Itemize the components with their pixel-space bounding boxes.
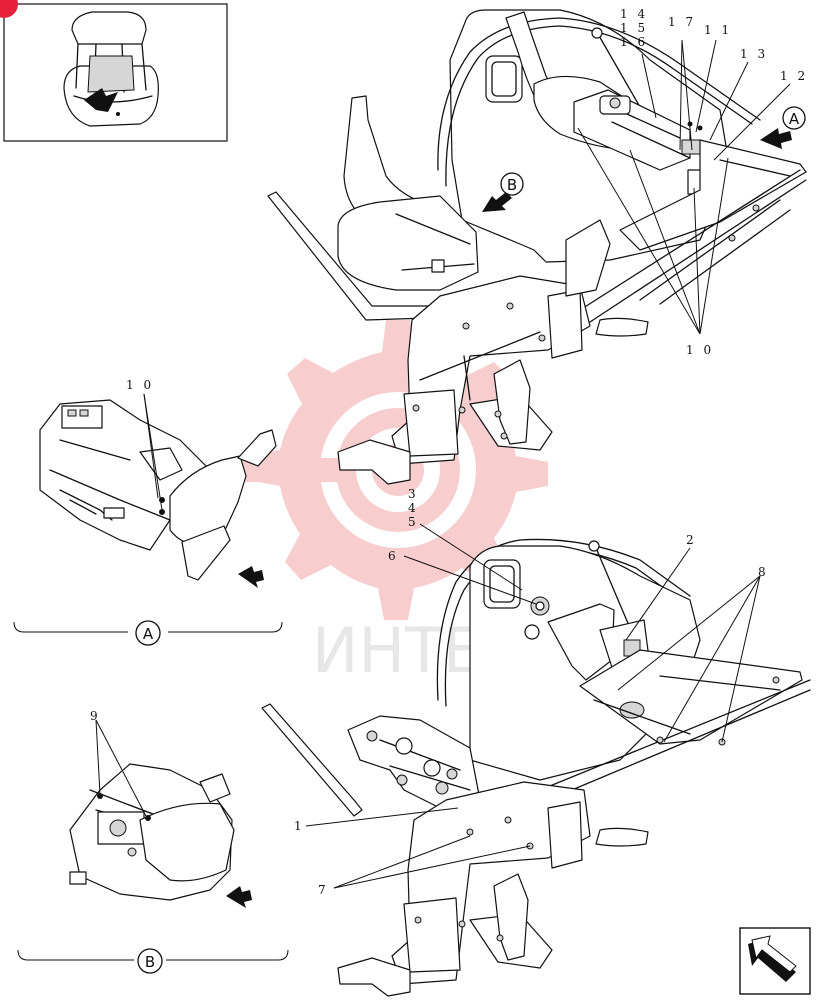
callout-4: 4: [408, 501, 419, 515]
callout-1: 1: [294, 819, 305, 833]
callout-17: 1 7: [668, 15, 696, 29]
top-console-assembly: [267, 9, 807, 485]
view-arrow-b: B: [482, 172, 524, 212]
locator-thumbnail[interactable]: [3, 3, 228, 142]
inset-view-a: A: [13, 393, 283, 646]
callout-12: 1 2: [780, 69, 808, 83]
corner-badge-dot: [0, 0, 18, 18]
cab-locator-thumbnail: [63, 11, 159, 127]
view-b-label: B: [145, 953, 155, 971]
callout-2: 2: [686, 533, 697, 547]
arrow-nav-icon[interactable]: [739, 927, 811, 995]
view-a-label: A: [143, 625, 154, 643]
top-callout-leaders: [577, 39, 791, 335]
callout-16: 1 6: [620, 35, 648, 49]
callout-8: 8: [758, 565, 769, 579]
callout-14: 1 4: [620, 7, 648, 21]
callout-10-top: 1 0: [686, 343, 714, 357]
callout-7: 7: [318, 883, 329, 897]
view-arrow-b-label: B: [507, 176, 517, 194]
callout-15: 1 5: [620, 21, 648, 35]
callout-9: 9: [90, 709, 101, 723]
view-arrow-a-label: A: [789, 110, 800, 128]
bottom-callout-leaders: [305, 523, 761, 889]
callout-13: 1 3: [740, 47, 768, 61]
callout-5: 5: [408, 515, 419, 529]
callout-10-inset: 1 0: [126, 378, 154, 392]
corner-badge: [0, 0, 18, 18]
callout-3: 3: [408, 487, 419, 501]
callout-11: 1 1: [704, 23, 732, 37]
inset-view-b: B: [17, 719, 289, 974]
view-arrow-a: A: [760, 106, 806, 149]
callout-6: 6: [388, 549, 399, 563]
callout-numbers: 1 4 1 5 1 6 1 7 1 1 1 3 1 2 1 0 1 0 3 4 …: [90, 7, 808, 897]
bottom-frame-assembly: [261, 538, 811, 997]
